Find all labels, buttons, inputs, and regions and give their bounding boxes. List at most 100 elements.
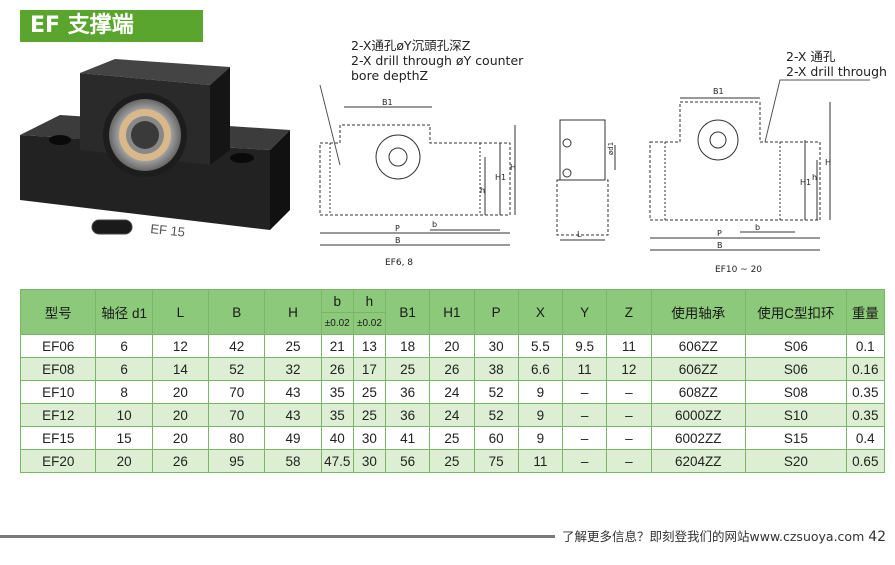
footer-text: 了解更多信息？即刻登我们的网站www.czsuoya.com — [562, 529, 865, 544]
table-cell: – — [562, 403, 608, 427]
table-cell: – — [606, 403, 652, 427]
table-cell: 40 — [320, 426, 354, 450]
table-cell: 70 — [208, 403, 266, 427]
footer-rule — [0, 535, 555, 538]
d1-label-b1: B1 — [382, 98, 393, 107]
spec-table: 型号 轴径 d1 L B H b h B1 H1 P X Y Z 使用轴承 使用… — [19, 289, 886, 473]
table-cell: 25 — [429, 449, 475, 473]
table-cell: – — [606, 426, 652, 450]
table-cell: 0.35 — [845, 403, 886, 427]
table-cell: 6204ZZ — [650, 449, 747, 473]
table-cell: 0.35 — [845, 380, 886, 404]
table-cell: 10 — [95, 403, 153, 427]
table-cell: 0.4 — [845, 426, 886, 450]
table-cell: 25 — [352, 380, 387, 404]
header-b: b — [320, 289, 354, 313]
drill-note-left-cn: 2-X通孔øY沉頭孔深Z — [351, 38, 471, 53]
table-cell: 25 — [264, 334, 322, 358]
table-cell: 43 — [264, 403, 322, 427]
table-cell: 95 — [208, 449, 266, 473]
header-snap-ring: 使用C型扣环 — [745, 289, 847, 335]
table-cell: 11 — [517, 449, 564, 473]
drawing-ef10-20: B1 P B b H1 h H EF10 ~ 20 — [649, 79, 870, 275]
table-cell: 52 — [473, 403, 519, 427]
table-cell: 14 — [151, 357, 210, 381]
table-cell: 52 — [473, 380, 519, 404]
table-cell: 70 — [208, 380, 266, 404]
table-cell: 0.1 — [845, 334, 886, 358]
table-cell: S06 — [745, 357, 847, 381]
d3-label-h: h — [812, 173, 817, 182]
table-cell: 20 — [429, 334, 475, 358]
table-cell: 56 — [385, 449, 431, 473]
d1-label-h1: H1 — [495, 173, 506, 182]
table-cell: 58 — [264, 449, 322, 473]
header-d1: 轴径 d1 — [95, 289, 153, 335]
d2-label-d1: ød1 — [607, 142, 615, 155]
d1-label-h: h — [480, 186, 485, 195]
drill-note-right-en: 2-X drill through — [786, 64, 887, 79]
table-cell: 12 — [151, 334, 210, 358]
header-weight: 重量 — [845, 289, 886, 335]
table-cell: 9.5 — [562, 334, 608, 358]
photo-marking: EF 15 — [150, 221, 186, 240]
table-cell: – — [562, 449, 608, 473]
table-cell: 608ZZ — [650, 380, 747, 404]
table-cell: 32 — [264, 357, 322, 381]
table-cell: 8 — [95, 380, 153, 404]
table-cell: 38 — [473, 357, 519, 381]
d3-caption: EF10 ~ 20 — [715, 265, 762, 275]
table-cell: – — [562, 380, 608, 404]
table-cell: 18 — [385, 334, 431, 358]
table-cell: 6000ZZ — [650, 403, 747, 427]
header-H1: H1 — [429, 289, 475, 335]
table-cell: 47.5 — [320, 449, 354, 473]
d1-caption: EF6, 8 — [385, 258, 413, 268]
table-cell: – — [562, 426, 608, 450]
table-cell: S06 — [745, 334, 847, 358]
table-cell: 30 — [352, 449, 387, 473]
table-cell: 24 — [429, 380, 475, 404]
table-cell: 26 — [429, 357, 475, 381]
d3-label-H: H — [825, 158, 831, 167]
header-P: P — [473, 289, 519, 335]
table-cell: 6.6 — [517, 357, 564, 381]
drill-note-left-en2: bore depthZ — [351, 68, 429, 83]
drill-note-right-cn: 2-X 通孔 — [786, 49, 836, 64]
table-cell: 20 — [151, 426, 210, 450]
drill-note-right: 2-X 通孔 2-X drill through — [786, 49, 887, 79]
table-cell: S10 — [745, 403, 847, 427]
d1-label-bsmall: b — [432, 220, 437, 229]
table-cell: 20 — [95, 449, 153, 473]
table-cell: 20 — [151, 403, 210, 427]
table-cell: 42 — [208, 334, 266, 358]
d2-label-l: L — [577, 230, 582, 239]
table-cell: EF10 — [19, 380, 97, 404]
table-cell: EF06 — [19, 334, 97, 358]
header-b-tolerance: ±0.02 — [320, 312, 354, 335]
table-cell: – — [606, 380, 652, 404]
d1-label-b: B — [395, 236, 401, 245]
page-title: EF 支撑端 — [20, 10, 203, 42]
d3-label-h1: H1 — [800, 178, 811, 187]
table-cell: 25 — [352, 403, 387, 427]
table-cell: S08 — [745, 380, 847, 404]
drill-note-left-en1: 2-X drill through øY counter — [351, 53, 524, 68]
header-Z: Z — [606, 289, 652, 335]
table-cell: 80 — [208, 426, 266, 450]
table-cell: 35 — [320, 403, 354, 427]
table-cell: 11 — [562, 357, 608, 381]
d1-label-p: P — [395, 224, 400, 233]
table-cell: 26 — [320, 357, 354, 381]
table-cell: 15 — [95, 426, 153, 450]
table-cell: 21 — [320, 334, 354, 358]
table-cell: 52 — [208, 357, 266, 381]
table-cell: 6 — [95, 357, 153, 381]
table-cell: EF15 — [19, 426, 97, 450]
table-cell: 36 — [385, 380, 431, 404]
d3-label-bsmall: b — [755, 223, 760, 232]
